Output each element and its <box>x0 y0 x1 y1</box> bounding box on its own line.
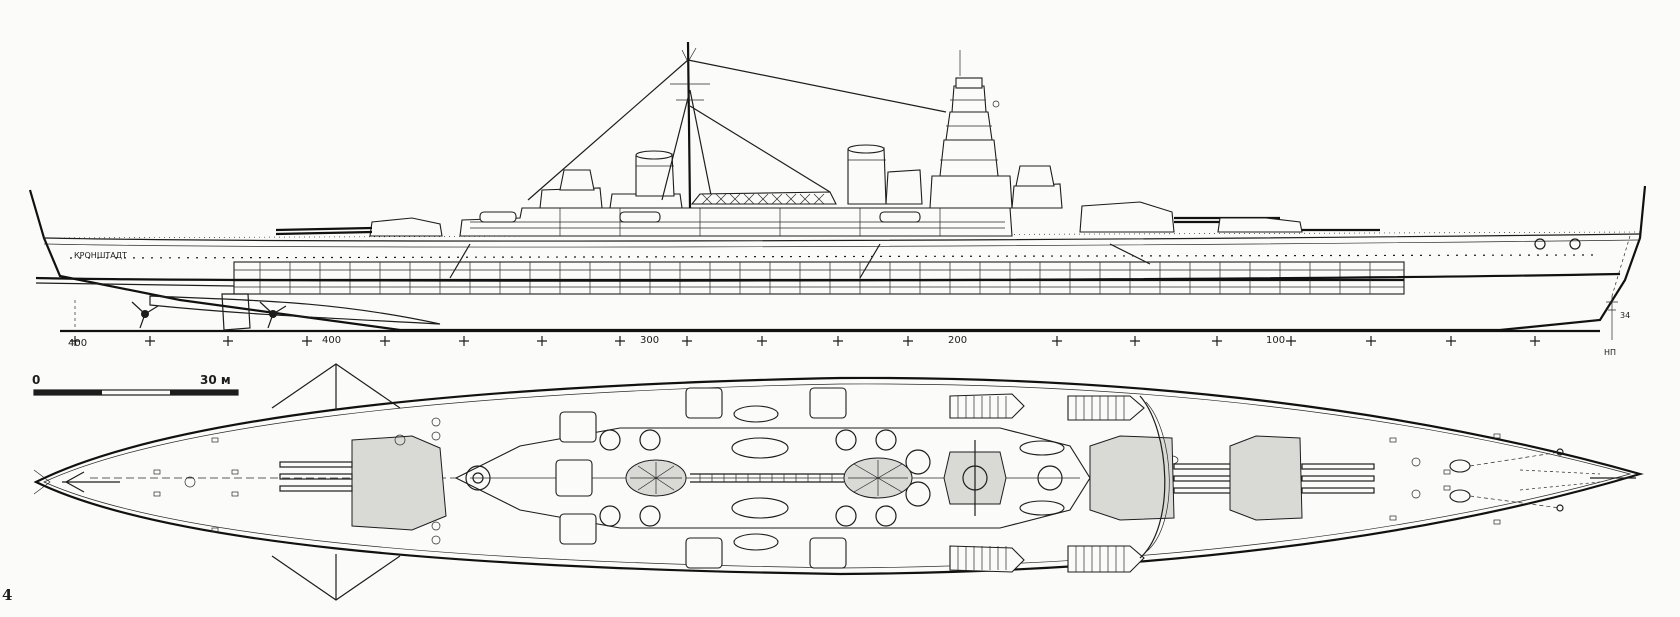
aerial-rigging <box>527 59 947 201</box>
turret-3-plan <box>279 434 447 531</box>
rudder <box>221 293 251 331</box>
stern-skeg <box>149 295 441 325</box>
frame-label-400: 400 <box>322 335 341 346</box>
propeller-2 <box>259 301 287 329</box>
waterline <box>35 272 1621 282</box>
funnel-fore-plan <box>843 457 913 499</box>
funnel-fore <box>847 144 923 205</box>
bow-mark-label: 34 <box>1620 311 1630 320</box>
turret-2-plan <box>1229 435 1375 521</box>
deck-line <box>43 233 1641 242</box>
frame-ticks <box>70 336 1540 346</box>
breakwater <box>1139 395 1166 559</box>
turret-3-side <box>275 217 443 237</box>
bow-draft-mark-icon <box>1606 296 1618 340</box>
figure-number: 4 <box>2 586 12 604</box>
frame-label-100: 100 <box>1266 335 1285 346</box>
frame-label-400-stern: 400 <box>68 338 87 349</box>
perpendicular-label: НП <box>1604 348 1616 357</box>
scale-bar: 0 30 м <box>32 373 239 396</box>
propeller-1 <box>131 301 159 329</box>
frame-label-300: 300 <box>640 335 659 346</box>
stern-staff-icon <box>62 471 120 493</box>
scale-start-label: 0 <box>32 373 40 387</box>
funnel-aft-plan <box>625 459 687 497</box>
secondary-turrets <box>555 387 847 569</box>
aa-mounts <box>465 429 931 527</box>
turret-2-side <box>1217 217 1380 233</box>
anchor-icon <box>1534 238 1581 250</box>
deck-fittings-fore <box>1389 433 1501 525</box>
funnel-aft <box>635 150 675 197</box>
deck-rail <box>43 231 1641 239</box>
boats-plan <box>731 405 1179 551</box>
deck-outline <box>33 376 1644 576</box>
ship-name-label: КРОНШТАДТ <box>74 251 127 260</box>
capstans <box>1449 448 1601 512</box>
catapult-truss <box>690 191 837 205</box>
plan-view <box>33 363 1644 601</box>
side-profile: КРОНШТАДТ 400 400 300 200 <box>28 41 1647 357</box>
fore-tower <box>929 50 1013 209</box>
launches <box>949 393 1145 573</box>
scale-end-label: 30 м <box>200 373 231 387</box>
boats-side <box>479 211 921 223</box>
frame-label-200: 200 <box>948 335 967 346</box>
bridge-plan <box>943 440 1063 516</box>
deck-fittings-aft <box>153 417 441 545</box>
porthole-row <box>69 254 1601 259</box>
turret-1-plan <box>1089 435 1239 521</box>
